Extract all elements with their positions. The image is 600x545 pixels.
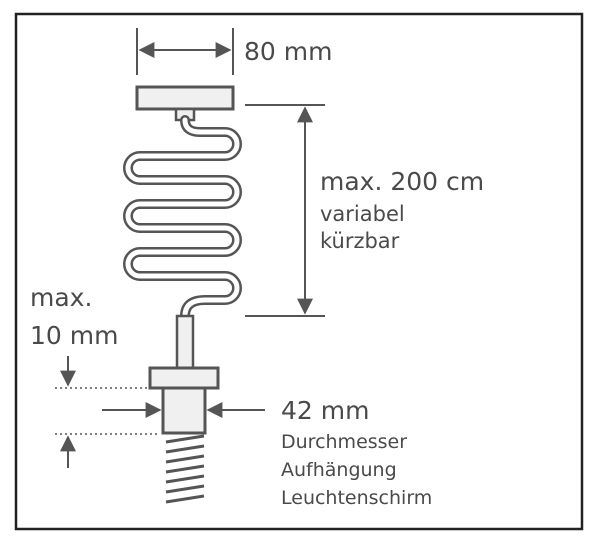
canopy-width-label: 80 mm bbox=[244, 37, 332, 66]
holder-body bbox=[161, 386, 207, 435]
holder-note-suspension: Aufhängung bbox=[281, 459, 397, 481]
holder-thread bbox=[165, 434, 205, 504]
holder-ring bbox=[148, 366, 220, 390]
gap-label-line2: 10 mm bbox=[30, 321, 118, 350]
holder-note-shade: Leuchtenschirm bbox=[281, 487, 432, 509]
cable-note-shortenable: kürzbar bbox=[320, 229, 400, 253]
cable-length-label: max. 200 cm bbox=[320, 167, 484, 196]
holder-note-diameter: Durchmesser bbox=[281, 431, 407, 453]
gap-label-line1: max. bbox=[30, 283, 92, 312]
coiled-cable bbox=[123, 115, 242, 321]
diameter-label: 42 mm bbox=[281, 396, 369, 425]
diagram-frame bbox=[14, 12, 584, 531]
cable-note-variable: variabel bbox=[320, 202, 405, 226]
cable-straight-section bbox=[175, 314, 195, 370]
ceiling-canopy bbox=[135, 85, 235, 111]
